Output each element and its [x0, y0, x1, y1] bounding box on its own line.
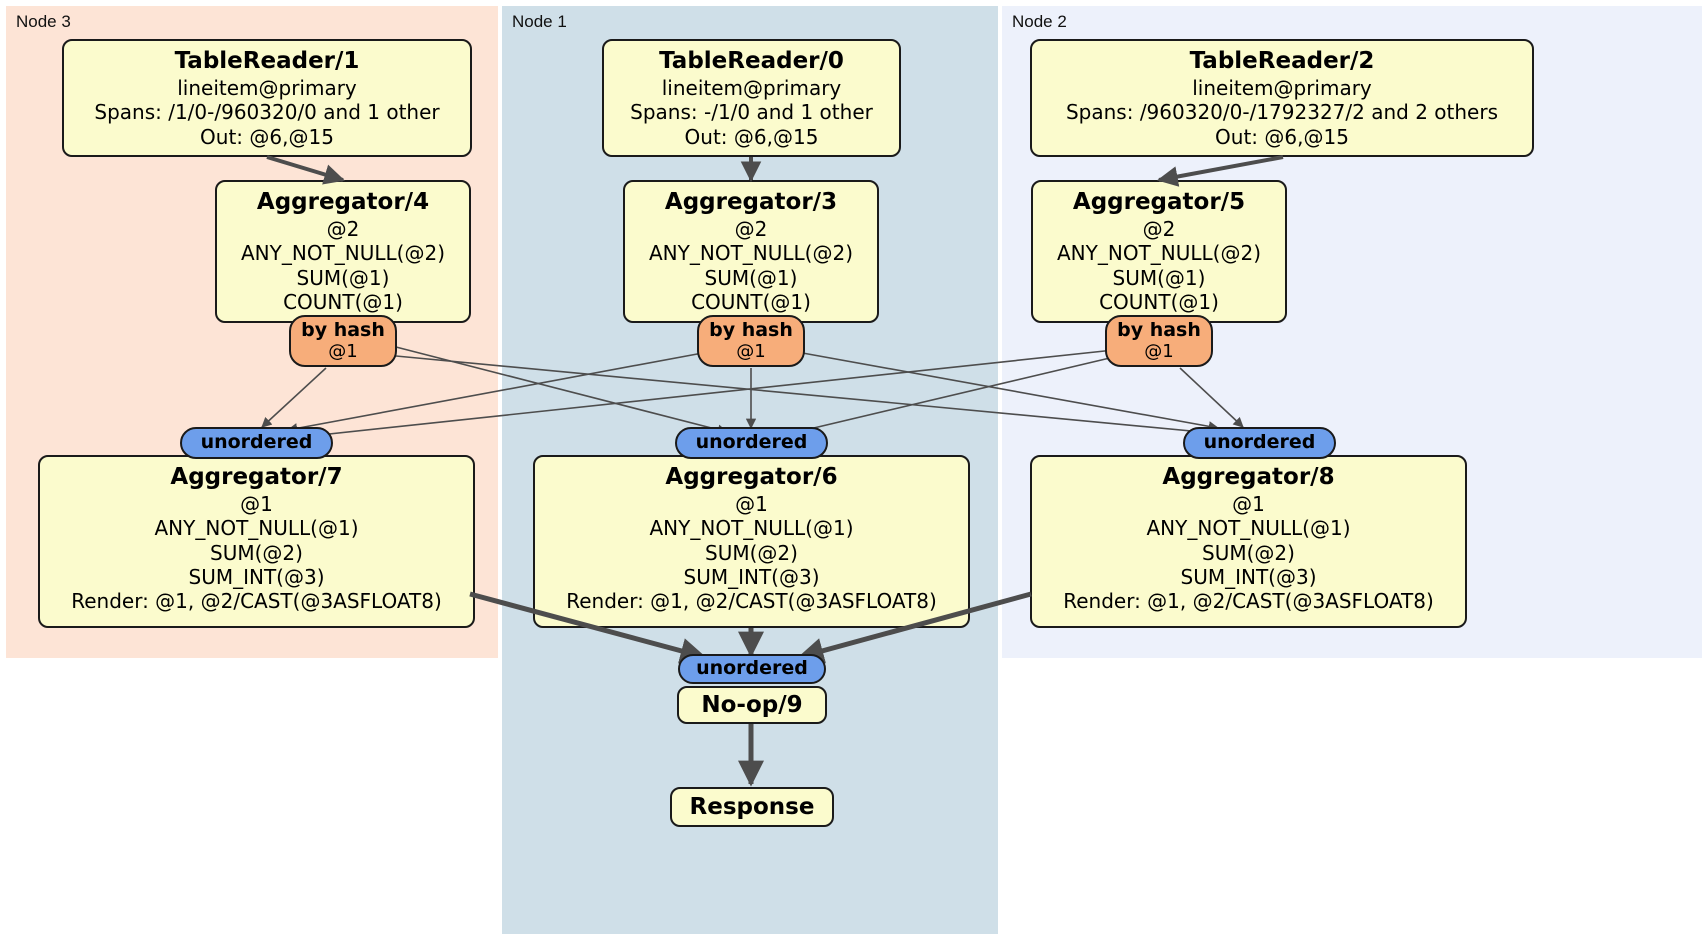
- hash-router-aggregator-5[interactable]: by hash @1: [1105, 315, 1213, 367]
- synchronizer-aggregator-6[interactable]: unordered: [675, 427, 828, 459]
- processor-line: SUM(@1): [1112, 265, 1206, 290]
- sync-label: unordered: [696, 657, 808, 680]
- processor-line: Out: @6,@15: [1215, 124, 1349, 149]
- processor-line: COUNT(@1): [691, 289, 811, 314]
- processor-line: lineitem@primary: [177, 75, 357, 100]
- processor-title: TableReader/0: [659, 48, 844, 74]
- processor-line: Out: @6,@15: [684, 124, 819, 149]
- processor-line: ANY_NOT_NULL(@2): [1057, 241, 1261, 266]
- synchronizer-aggregator-7[interactable]: unordered: [180, 427, 333, 459]
- processor-title: Aggregator/8: [1162, 464, 1335, 490]
- processor-noop-9[interactable]: No-op/9: [677, 686, 827, 724]
- processor-title: No-op/9: [701, 691, 803, 718]
- node-panel-label-node2: Node 2: [1012, 12, 1067, 31]
- processor-response[interactable]: Response: [670, 787, 834, 827]
- synchronizer-aggregator-8[interactable]: unordered: [1183, 427, 1336, 459]
- processor-title: Aggregator/7: [170, 464, 343, 490]
- router-label: by hash: [1117, 318, 1201, 341]
- processor-line: SUM_INT(@3): [188, 564, 325, 589]
- processor-line: SUM_INT(@3): [683, 564, 820, 589]
- processor-line: ANY_NOT_NULL(@1): [1146, 516, 1351, 541]
- processor-table-reader-1[interactable]: TableReader/1 lineitem@primary Spans: /1…: [62, 39, 472, 157]
- processor-line: ANY_NOT_NULL(@1): [649, 516, 854, 541]
- processor-title: TableReader/2: [1189, 48, 1375, 74]
- processor-aggregator-5[interactable]: Aggregator/5 @2 ANY_NOT_NULL(@2) SUM(@1)…: [1031, 180, 1287, 323]
- processor-line: SUM(@2): [1202, 540, 1295, 565]
- processor-line: Spans: /1/0-/960320/0 and 1 other: [94, 100, 440, 125]
- sync-label: unordered: [1203, 431, 1316, 454]
- router-sublabel: @1: [736, 340, 766, 362]
- processor-title: Response: [689, 793, 815, 820]
- processor-line: ANY_NOT_NULL(@1): [154, 516, 359, 541]
- processor-line: @2: [734, 216, 768, 241]
- router-label: by hash: [301, 318, 385, 341]
- processor-aggregator-7[interactable]: Aggregator/7 @1 ANY_NOT_NULL(@1) SUM(@2)…: [38, 455, 475, 628]
- processor-title: Aggregator/5: [1072, 189, 1246, 215]
- sync-label: unordered: [695, 431, 808, 454]
- processor-line: Out: @6,@15: [200, 124, 334, 149]
- processor-line: Render: @1, @2/CAST(@3ASFLOAT8): [71, 589, 442, 614]
- processor-line: Render: @1, @2/CAST(@3ASFLOAT8): [566, 589, 937, 614]
- processor-title: Aggregator/6: [665, 464, 838, 490]
- synchronizer-noop-9[interactable]: unordered: [678, 654, 826, 684]
- processor-line: @1: [735, 491, 768, 516]
- processor-line: COUNT(@1): [283, 289, 403, 314]
- processor-aggregator-4[interactable]: Aggregator/4 @2 ANY_NOT_NULL(@2) SUM(@1)…: [215, 180, 471, 323]
- processor-line: lineitem@primary: [661, 75, 842, 100]
- hash-router-aggregator-3[interactable]: by hash @1: [697, 315, 805, 367]
- processor-aggregator-3[interactable]: Aggregator/3 @2 ANY_NOT_NULL(@2) SUM(@1)…: [623, 180, 879, 323]
- node-panel-label-node3: Node 3: [16, 12, 71, 31]
- hash-router-aggregator-4[interactable]: by hash @1: [289, 315, 397, 367]
- processor-line: ANY_NOT_NULL(@2): [649, 241, 853, 266]
- processor-line: ANY_NOT_NULL(@2): [241, 241, 445, 266]
- processor-line: COUNT(@1): [1099, 289, 1219, 314]
- processor-line: Spans: /960320/0-/1792327/2 and 2 others: [1065, 100, 1498, 125]
- processor-title: TableReader/1: [174, 48, 360, 74]
- processor-line: Spans: -/1/0 and 1 other: [630, 100, 873, 125]
- sync-label: unordered: [200, 431, 313, 454]
- processor-title: Aggregator/4: [256, 189, 430, 215]
- processor-line: Render: @1, @2/CAST(@3ASFLOAT8): [1063, 589, 1434, 614]
- processor-aggregator-6[interactable]: Aggregator/6 @1 ANY_NOT_NULL(@1) SUM(@2)…: [533, 455, 970, 628]
- processor-line: SUM(@1): [296, 265, 390, 290]
- processor-line: SUM(@2): [705, 540, 798, 565]
- processor-line: @1: [1232, 491, 1265, 516]
- processor-line: SUM_INT(@3): [1180, 564, 1317, 589]
- processor-table-reader-2[interactable]: TableReader/2 lineitem@primary Spans: /9…: [1030, 39, 1534, 157]
- processor-aggregator-8[interactable]: Aggregator/8 @1 ANY_NOT_NULL(@1) SUM(@2)…: [1030, 455, 1467, 628]
- processor-line: lineitem@primary: [1192, 75, 1372, 100]
- router-label: by hash: [709, 318, 793, 341]
- router-sublabel: @1: [328, 340, 358, 362]
- router-sublabel: @1: [1144, 340, 1174, 362]
- processor-line: @1: [240, 491, 273, 516]
- processor-line: SUM(@2): [210, 540, 303, 565]
- processor-line: SUM(@1): [704, 265, 798, 290]
- processor-table-reader-0[interactable]: TableReader/0 lineitem@primary Spans: -/…: [602, 39, 901, 157]
- node-panel-label-node1: Node 1: [512, 12, 567, 31]
- processor-line: @2: [326, 216, 360, 241]
- processor-title: Aggregator/3: [664, 189, 838, 215]
- processor-line: @2: [1142, 216, 1176, 241]
